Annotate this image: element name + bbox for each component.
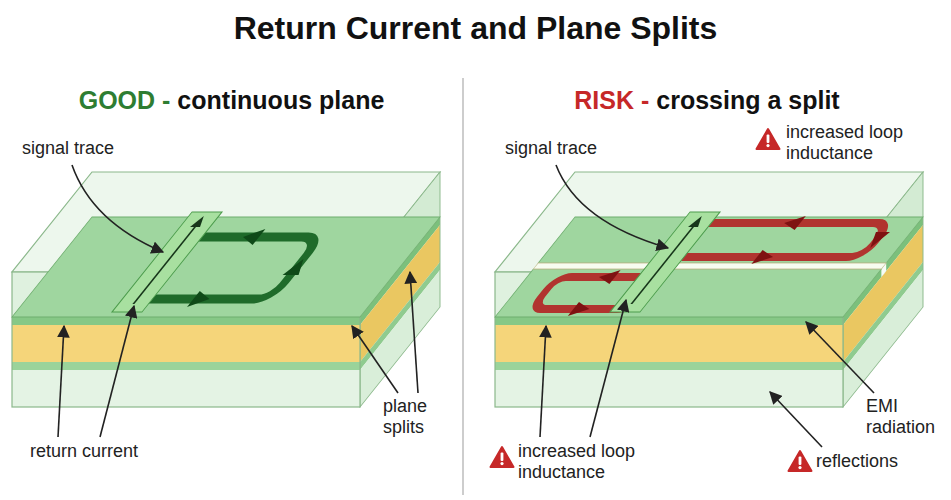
illustration-part [863,232,890,248]
warning-icon [757,129,780,149]
illustration-part [283,259,312,275]
heading-row: RISK -crossing a split [463,86,951,115]
ground-plane [12,217,440,317]
panel-heading: RISK - [574,86,649,115]
warning-label: reflections [816,451,926,472]
illustration-part [190,216,209,227]
illustration-part [237,229,266,245]
plane-split-gap [533,263,886,269]
illustration-part [352,326,398,393]
warning-label: increased loop inductance [786,122,936,163]
illustration-part [631,226,693,304]
illustration-part [100,306,134,437]
diagram-title: Return Current and Plane Splits [0,10,951,47]
pcb-stackup [12,172,440,407]
illustration-part [540,326,546,437]
illustration-part [806,322,874,393]
split-plane [495,216,924,317]
illustration-part [72,165,163,252]
illustration-part [58,326,64,437]
illustration-part [410,272,418,393]
warning-icon [491,447,514,467]
signal-trace [112,212,222,312]
illustration-part [112,212,222,312]
panel-heading: continuous plane [177,86,384,115]
illustration-part [779,216,806,230]
illustration-part [590,300,626,437]
warning-label: increased loop inductance [518,441,668,482]
leader-lines [58,165,874,447]
callout-label: return current [30,441,170,462]
panel-divider [462,78,464,495]
illustration-part [133,226,195,304]
callout-label: plane splits [383,396,449,437]
illustration-part [12,217,440,317]
pcb-stackup [495,172,923,407]
illustration-part [538,217,923,263]
panel-heading: GOOD - [79,86,171,115]
illustration-part [495,269,881,317]
warning-icon [789,451,812,471]
panel-heading: crossing a split [656,86,839,115]
illustration-part [770,392,822,447]
illustration-part [688,216,707,227]
illustration-part [593,270,620,284]
illustration-part [610,212,720,312]
illustration-part [556,165,668,248]
callout-label: signal trace [22,138,152,159]
heading-row: GOOD -continuous plane [0,86,463,115]
callout-label: EMI radiation [866,396,946,437]
signal-trace [610,212,720,312]
illustration-part [187,291,216,307]
illustration-part [751,250,778,264]
callout-label: signal trace [505,138,635,159]
illustration-part [568,302,595,316]
